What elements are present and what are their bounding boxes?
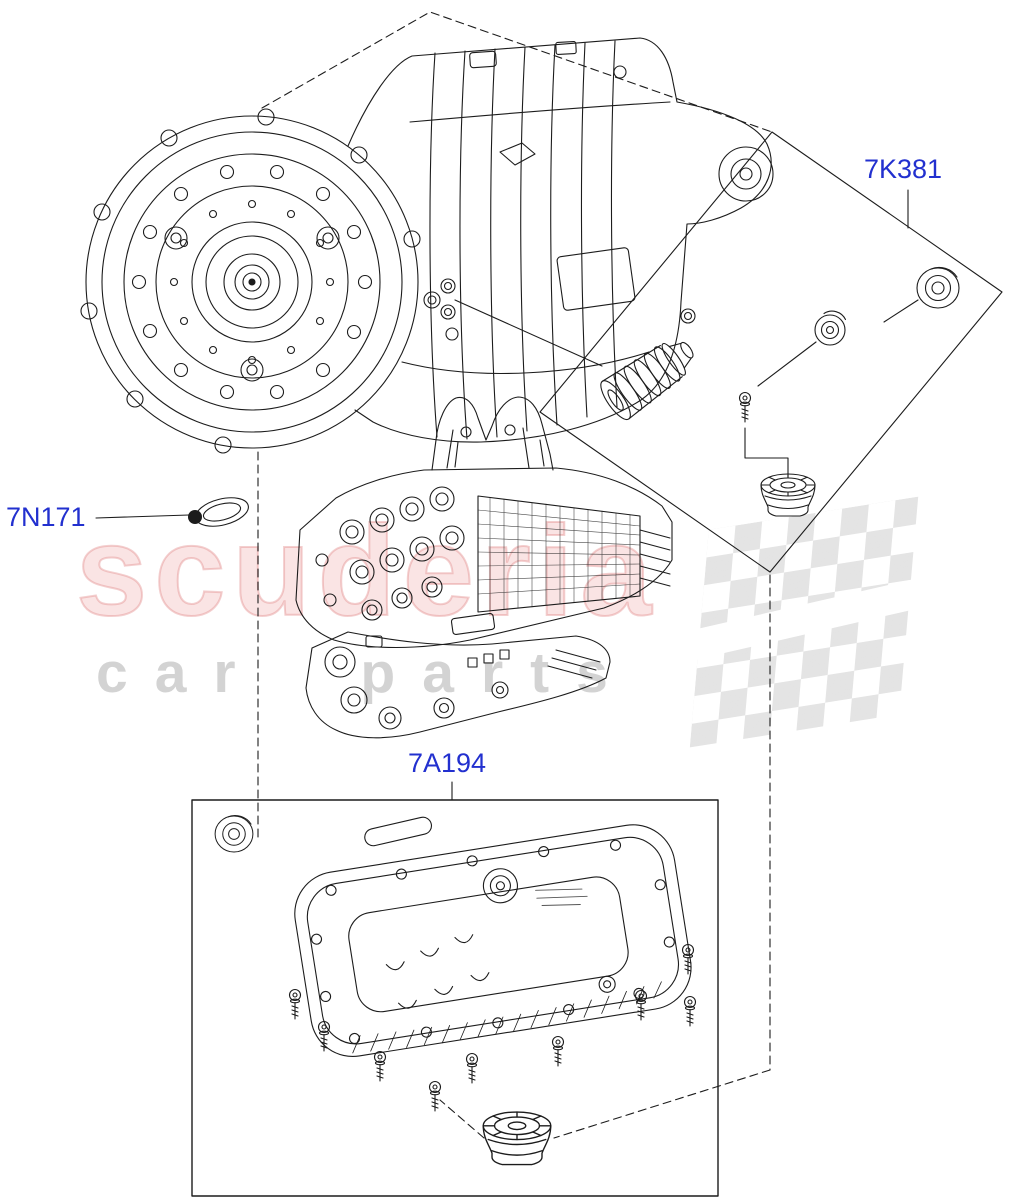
large-plug-icon — [916, 266, 960, 309]
part-number-7k381[interactable]: 7K381 — [864, 154, 943, 184]
part-number-7a194[interactable]: 7A194 — [408, 748, 487, 778]
part-number-7n171[interactable]: 7N171 — [6, 502, 86, 532]
oil-pan-kit-box — [191, 781, 719, 1197]
screw-icon — [683, 995, 697, 1027]
seal-7n171 — [95, 497, 249, 527]
screw-icon — [288, 988, 302, 1020]
gearbox-housing — [347, 37, 774, 443]
small-plug-icon — [814, 310, 847, 346]
valve-body — [295, 396, 673, 739]
screw-icon — [465, 1052, 479, 1084]
screw-icon — [738, 391, 752, 423]
screw-icon — [551, 1035, 565, 1067]
screw-icon — [428, 1080, 442, 1112]
seal-grommet-icon — [760, 473, 816, 517]
oil-pan — [294, 824, 692, 1058]
screw-icon — [317, 1020, 331, 1052]
ribbed-plug-icon — [600, 341, 694, 421]
screw-icon — [373, 1050, 387, 1082]
bolt-icon — [680, 308, 696, 324]
drain-grommet-icon — [482, 1111, 552, 1166]
dashed-leader-lines — [257, 11, 773, 1139]
pan-plug-icon — [214, 815, 254, 853]
torque-converter — [80, 108, 421, 454]
screw-icon — [634, 989, 648, 1021]
screw-icon — [681, 943, 695, 975]
plug-kit-box — [539, 131, 1003, 573]
